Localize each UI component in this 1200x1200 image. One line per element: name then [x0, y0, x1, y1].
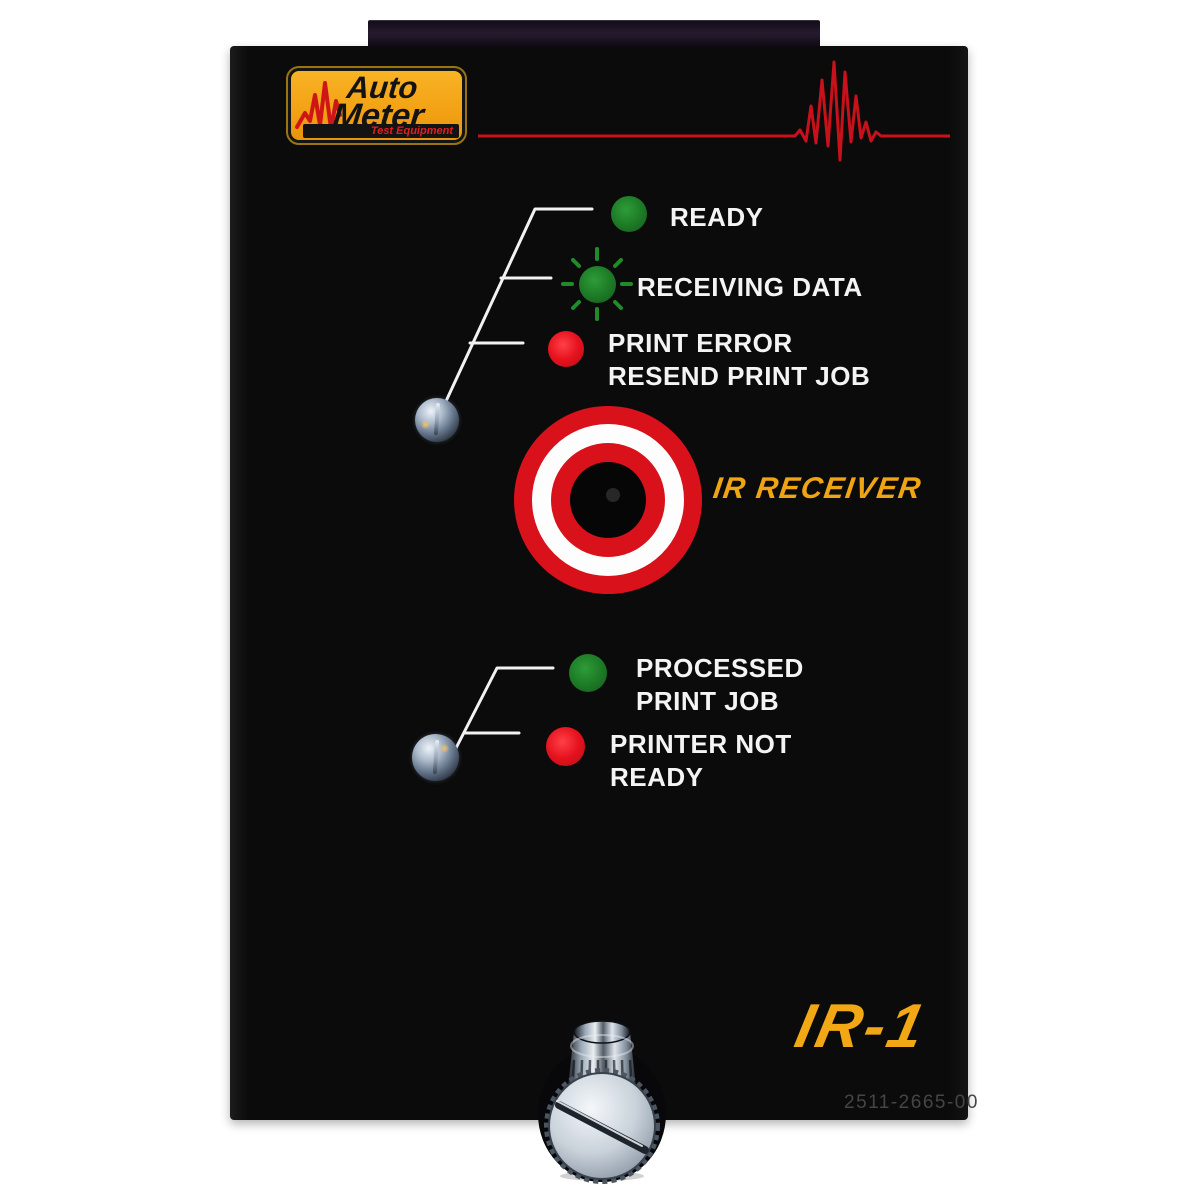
- printer-not-ready-led-label: PRINTER NOT READY: [610, 728, 792, 794]
- mounting-screw-bottom: [412, 734, 459, 781]
- print-error-led: [548, 331, 584, 367]
- receiving-data-led-label: RECEIVING DATA: [637, 272, 863, 302]
- ir-receiver-label: IR RECEIVER: [711, 472, 924, 505]
- printer-not-ready-led: [546, 727, 585, 766]
- processed-print-job-led: [569, 654, 607, 692]
- printer-not-ready-line2: READY: [610, 762, 704, 792]
- processed-print-job-led-label: PROCESSED PRINT JOB: [636, 652, 804, 718]
- device-faceplate: [230, 46, 968, 1120]
- print-error-led-label: PRINT ERROR RESEND PRINT JOB: [608, 327, 870, 393]
- screw-slot: [432, 739, 439, 774]
- processed-line1: PROCESSED: [636, 653, 804, 683]
- print-error-line2: RESEND PRINT JOB: [608, 361, 871, 391]
- print-error-line1: PRINT ERROR: [608, 328, 793, 358]
- ready-led-label: READY: [670, 202, 764, 232]
- printer-not-ready-line1: PRINTER NOT: [610, 729, 792, 759]
- brand-tagline-strip: Test Equipment: [303, 124, 459, 138]
- device-top-edge: [368, 20, 820, 51]
- ready-led: [611, 196, 647, 232]
- processed-line2: PRINT JOB: [636, 686, 780, 716]
- screw-slot: [433, 403, 441, 436]
- receiving-data-led: [579, 266, 616, 303]
- screw-glint: [421, 420, 430, 429]
- screw-glint: [440, 744, 449, 753]
- brand-tagline: Test Equipment: [370, 124, 453, 137]
- brand-logo: Auto Meter Test Equipment: [286, 66, 467, 145]
- model-name: IR-1: [789, 992, 934, 1061]
- mounting-screw-top: [415, 398, 459, 442]
- part-number: 2511-2665-00: [844, 1092, 979, 1113]
